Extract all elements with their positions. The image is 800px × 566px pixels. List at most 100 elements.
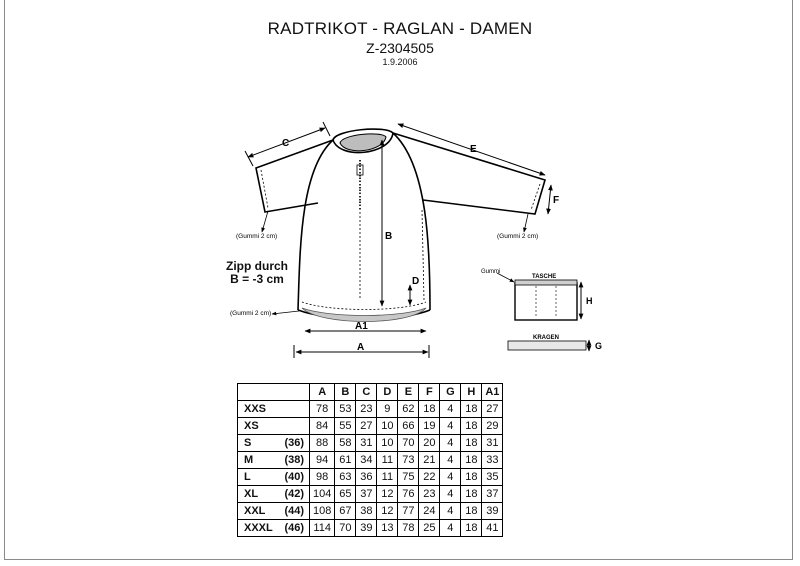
size-label: XS: [237, 417, 310, 435]
page-frame: [4, 0, 793, 560]
label-e: E: [470, 144, 477, 155]
table-cell: 4: [439, 468, 462, 486]
table-corner: [237, 383, 310, 401]
table-cell: 53: [334, 400, 357, 418]
table-cell: 37: [355, 485, 378, 503]
size-label: S (36): [237, 434, 310, 452]
table-cell: 55: [334, 417, 357, 435]
table-cell: 9: [376, 400, 399, 418]
table-cell: 29: [481, 417, 504, 435]
table-cell: 18: [460, 519, 483, 537]
size-number: (46): [284, 522, 304, 534]
collar-inner: [339, 133, 387, 152]
col-header: C: [355, 383, 378, 401]
table-cell: 4: [439, 485, 462, 503]
col-header: H: [460, 383, 483, 401]
size-number: (42): [284, 488, 304, 500]
size-number: (40): [284, 471, 304, 483]
table-cell: 41: [481, 519, 504, 537]
size-name: XXL: [244, 505, 266, 517]
table-cell: 98: [308, 468, 336, 486]
table-cell: 38: [355, 502, 378, 520]
table-cell: 18: [460, 485, 483, 503]
table-cell: 84: [308, 417, 336, 435]
table-cell: 36: [355, 468, 378, 486]
table-cell: 39: [355, 519, 378, 537]
label-h: H: [586, 296, 593, 306]
table-cell: 76: [397, 485, 420, 503]
table-cell: 4: [439, 434, 462, 452]
table-cell: 35: [481, 468, 504, 486]
note-gummi-right: (Gummi 2 cm): [497, 233, 538, 240]
table-cell: 22: [418, 468, 441, 486]
table-cell: 104: [308, 485, 336, 503]
table-cell: 27: [481, 400, 504, 418]
table-cell: 23: [418, 485, 441, 503]
table-cell: 4: [439, 451, 462, 469]
col-header: A1: [481, 383, 504, 401]
table-cell: 27: [355, 417, 378, 435]
pocket-diagram: H Gummi TASCHE: [481, 269, 593, 321]
pocket-title: TASCHE: [532, 274, 556, 280]
table-cell: 18: [460, 502, 483, 520]
table-cell: 114: [308, 519, 336, 537]
table-header-row: A B C D E F G H A1: [237, 383, 504, 401]
table-cell: 4: [439, 400, 462, 418]
label-d: D: [412, 276, 419, 287]
page-title: RADTRIKOT - RAGLAN - DAMEN: [267, 19, 533, 38]
table-cell: 66: [397, 417, 420, 435]
size-label: XL (42): [237, 485, 310, 503]
collar-diagram: G KRAGEN: [507, 335, 602, 352]
table-cell: 18: [418, 400, 441, 418]
size-label: XXXL (46): [237, 519, 310, 537]
collar-title: KRAGEN: [533, 335, 559, 341]
gummi-leaders: [261, 210, 529, 316]
size-number: (36): [284, 437, 304, 449]
col-header: F: [418, 383, 441, 401]
size-name: XXXL: [244, 522, 273, 534]
table-cell: 94: [308, 451, 336, 469]
table-cell: 78: [308, 400, 336, 418]
dimension-lines: [244, 121, 553, 358]
table-cell: 18: [460, 400, 483, 418]
label-c: C: [282, 138, 289, 149]
table-cell: 4: [439, 502, 462, 520]
size-label: M(38): [237, 451, 310, 469]
table-cell: 108: [308, 502, 336, 520]
col-header: D: [376, 383, 399, 401]
stitch-lines: [260, 160, 541, 310]
table-cell: 25: [418, 519, 441, 537]
table-cell: 10: [376, 434, 399, 452]
table-cell: 31: [355, 434, 378, 452]
table-cell: 58: [334, 434, 357, 452]
shirt-outline: [255, 128, 546, 320]
note-gummi-left: (Gummi 2 cm): [236, 233, 277, 240]
size-number: (38): [284, 454, 304, 466]
size-name: XL: [244, 488, 259, 500]
table-cell: 21: [418, 451, 441, 469]
size-name: XXS: [244, 403, 267, 415]
size-name: S: [244, 437, 252, 449]
col-header: G: [439, 383, 462, 401]
document-date: 1.9.2006: [382, 57, 418, 67]
table-cell: 65: [334, 485, 357, 503]
label-a1: A1: [355, 321, 368, 332]
label-b: B: [385, 231, 392, 242]
table-cell: 34: [355, 451, 378, 469]
zipper: [356, 160, 364, 210]
table-cell: 18: [460, 451, 483, 469]
table-cell: 24: [418, 502, 441, 520]
col-header: B: [334, 383, 357, 401]
table-cell: 61: [334, 451, 357, 469]
table-cell: 18: [460, 434, 483, 452]
table-cell: 63: [334, 468, 357, 486]
table-cell: 11: [376, 468, 399, 486]
